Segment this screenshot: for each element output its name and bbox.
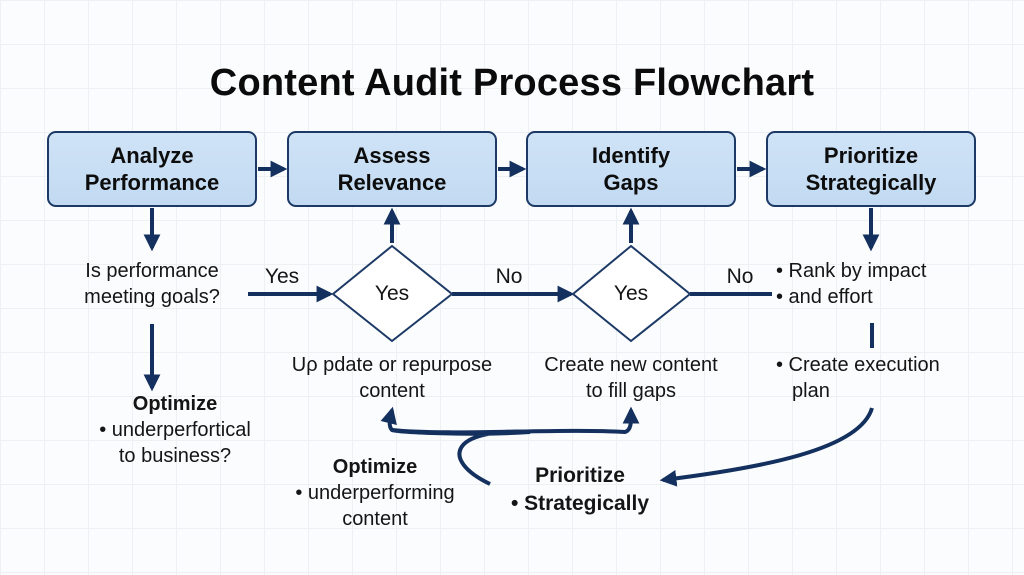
- optimize-line1: • underperfortical: [99, 419, 251, 441]
- optimize-bottom-note: Optimize • underperforming content: [280, 454, 470, 532]
- decision-1-label: Yes: [374, 282, 410, 305]
- step-analyze-performance[interactable]: Analyze Performance: [47, 131, 257, 207]
- step-prioritize-strategically[interactable]: Prioritize Strategically: [766, 131, 976, 207]
- outcome-create-execution-plan: • Create execution plan: [776, 352, 940, 404]
- curve-plan-to-prioritize: [659, 407, 874, 487]
- step-identify-gaps[interactable]: Identify Gaps: [526, 131, 736, 207]
- question-performance-goals: Is performance meeting goals?: [64, 258, 240, 310]
- prioritize-bottom-note: Prioritize • Strategically: [494, 462, 666, 518]
- step-assess-relevance[interactable]: Assess Relevance: [287, 131, 497, 207]
- edge-label-no-2: No: [726, 265, 754, 288]
- optimize-heading: Optimize: [332, 456, 418, 478]
- outcome-line1: • Create execution: [776, 354, 940, 376]
- outcome-line2: • and effort: [776, 286, 873, 308]
- outcome-update-repurpose: Uρ pdate or repurpose content: [272, 352, 512, 404]
- step-label-line1: Assess: [353, 143, 431, 168]
- step-label-line2: Performance: [84, 170, 220, 195]
- prioritize-line1: Prioritize: [535, 464, 625, 487]
- step-label-line1: Identify: [591, 143, 671, 168]
- optimize-line2: to business?: [118, 445, 232, 467]
- outcome-line1: Create new content: [544, 354, 718, 376]
- optimize-left-note: Optimize • underperfortical to business?: [80, 391, 270, 469]
- decision-2-label: Yes: [613, 282, 649, 305]
- decision-diamond-2: [571, 244, 692, 343]
- step-label-line1: Analyze: [110, 143, 194, 168]
- question-line1: Is performance: [85, 260, 219, 282]
- outcome-line1: • Rank by impact: [776, 260, 927, 282]
- flowchart-title: Content Audit Process Flowchart: [209, 62, 815, 104]
- decision-diamond-1: [331, 244, 454, 343]
- edge-label-yes: Yes: [264, 265, 300, 288]
- step-label-line2: Strategically: [805, 170, 937, 195]
- curve-loop-to-create: [391, 406, 640, 435]
- step-label-line2: Gaps: [603, 170, 659, 195]
- step-label-line2: Relevance: [337, 170, 447, 195]
- question-line2: meeting goals?: [84, 286, 220, 308]
- optimize-line2: content: [342, 508, 408, 530]
- edge-label-no-1: No: [495, 265, 523, 288]
- optimize-line1: • underperforming: [295, 482, 455, 504]
- outcome-line2: to fill gaps: [585, 380, 677, 402]
- step-label-line1: Prioritize: [823, 143, 919, 168]
- outcome-create-new-content: Create new content to fill gaps: [520, 352, 742, 404]
- outcome-line2: content: [359, 380, 425, 402]
- outcome-rank-by-impact: • Rank by impact • and effort: [776, 258, 926, 310]
- outcome-line1: Uρ pdate or repurpose: [291, 354, 493, 376]
- optimize-heading: Optimize: [132, 393, 218, 415]
- prioritize-line2: • Strategically: [510, 492, 650, 515]
- outcome-line2: plan: [792, 380, 830, 402]
